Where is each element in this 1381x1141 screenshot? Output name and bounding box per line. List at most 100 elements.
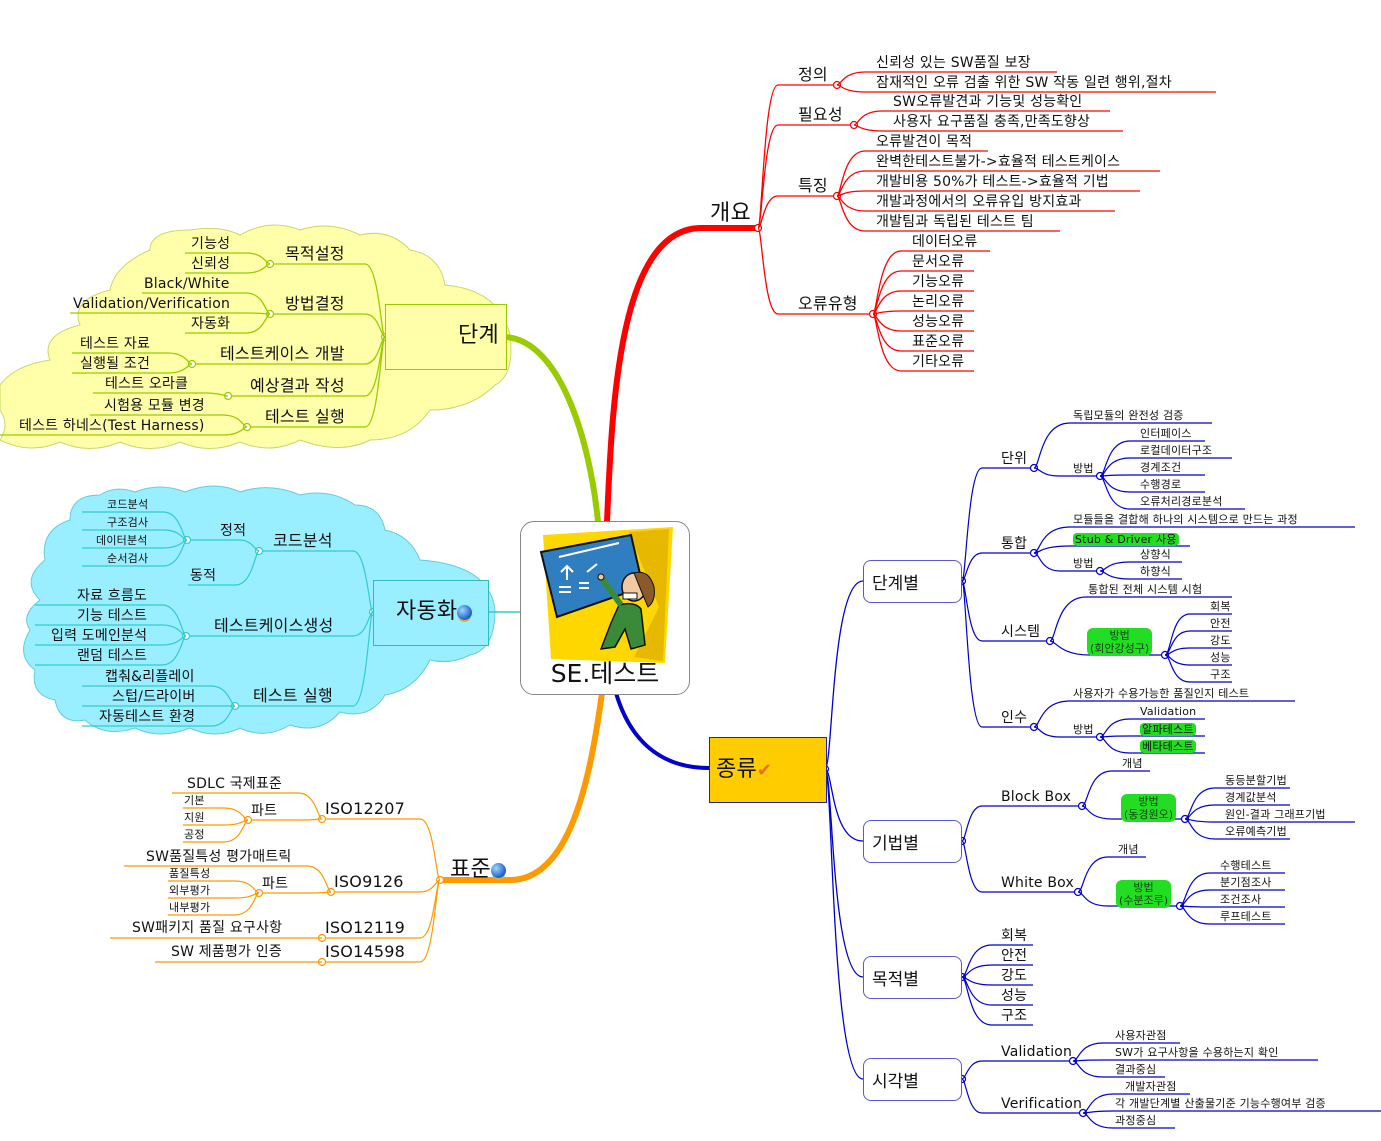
- system-method[interactable]: 안전: [1210, 617, 1231, 630]
- overview-item[interactable]: 신뢰성 있는 SW품질 보장: [876, 55, 1031, 71]
- standard-desc[interactable]: SW품질특성 평가매트릭: [146, 849, 292, 865]
- overview-item[interactable]: 완벽한테스트불가->효율적 테스트케이스: [876, 154, 1121, 170]
- automation-testcase-item[interactable]: 기능 테스트: [77, 608, 148, 624]
- standards-node[interactable]: 표준: [450, 859, 506, 881]
- automation-run-item[interactable]: 스텁/드라이버: [112, 689, 196, 705]
- system-method-box[interactable]: 방법 (회안강성구): [1087, 628, 1153, 656]
- acceptance-method-label[interactable]: 방법: [1073, 723, 1094, 736]
- overview-item[interactable]: 사용자 요구품질 충족,만족도향상: [893, 114, 1091, 130]
- standard-part[interactable]: 기본: [184, 794, 205, 807]
- by-technique-node[interactable]: 기법별: [863, 820, 962, 863]
- standard-ISO12119[interactable]: ISO12119: [325, 918, 405, 937]
- system-method[interactable]: 구조: [1210, 668, 1231, 681]
- overview-item[interactable]: 개발과정에서의 오류유입 방지효과: [876, 194, 1082, 210]
- whitebox-method-box[interactable]: 방법 (수분조루): [1116, 880, 1172, 908]
- technique-black[interactable]: Block Box: [1001, 789, 1072, 805]
- stages-item[interactable]: 테스트 자료: [80, 336, 151, 352]
- overview-item[interactable]: 성능오류: [912, 314, 965, 330]
- standard-part[interactable]: 품질특성: [169, 867, 211, 880]
- standard-part[interactable]: 지원: [184, 811, 205, 824]
- standard-part-label[interactable]: 파트: [251, 803, 278, 819]
- technique-concept[interactable]: 개념: [1118, 843, 1139, 856]
- by-stage-acceptance[interactable]: 인수: [1001, 710, 1028, 726]
- stages-item[interactable]: Black/White: [144, 276, 230, 292]
- system-method[interactable]: 회복: [1210, 600, 1231, 613]
- overview-group-2[interactable]: 특징: [798, 176, 828, 195]
- purpose-item[interactable]: 회복: [1001, 928, 1028, 944]
- integration-note[interactable]: Stub & Driver 사용: [1073, 533, 1179, 546]
- stages-item[interactable]: 신뢰성: [191, 256, 231, 272]
- central-topic[interactable]: SE.테스트: [520, 521, 690, 695]
- overview-item[interactable]: 개발팀과 독립된 테스트 팀: [876, 214, 1034, 230]
- overview-item[interactable]: 오류발견이 목적: [876, 134, 973, 150]
- technique-method[interactable]: 분기점조사: [1220, 876, 1272, 889]
- by-stage-integration[interactable]: 통합: [1001, 536, 1028, 552]
- integration-method-label[interactable]: 방법: [1073, 557, 1094, 570]
- by-purpose-node[interactable]: 목적별: [863, 956, 962, 999]
- overview-group-0[interactable]: 정의: [798, 65, 828, 84]
- system-method[interactable]: 강도: [1210, 634, 1231, 647]
- overview-group-1[interactable]: 필요성: [798, 105, 843, 124]
- overview-item[interactable]: 개발비용 50%가 테스트->효율적 기법: [876, 174, 1109, 190]
- by-stage-unit[interactable]: 단위: [1001, 451, 1028, 467]
- technique-method[interactable]: 조건조사: [1220, 893, 1262, 906]
- automation-group-run[interactable]: 테스트 실행: [253, 686, 333, 705]
- system-method[interactable]: 성능: [1210, 651, 1231, 664]
- automation-group-testcase[interactable]: 테스트케이스생성: [214, 616, 334, 635]
- system-desc[interactable]: 통합된 전체 시스템 시험: [1088, 583, 1203, 596]
- stages-item[interactable]: 테스트 하네스(Test Harness): [19, 418, 205, 434]
- technique-method[interactable]: 루프테스트: [1220, 910, 1272, 923]
- standard-part[interactable]: 공정: [184, 828, 205, 841]
- integration-desc[interactable]: 모듈들을 결합해 하나의 시스템으로 만드는 과정: [1073, 513, 1298, 526]
- standard-ISO9126[interactable]: ISO9126: [334, 872, 404, 891]
- unit-method[interactable]: 인터페이스: [1140, 427, 1192, 440]
- technique-concept[interactable]: 개념: [1122, 757, 1143, 770]
- technique-method[interactable]: 수행테스트: [1220, 859, 1272, 872]
- stages-item[interactable]: 테스트 오라클: [105, 376, 189, 392]
- automation-group-code-analysis[interactable]: 코드분석: [273, 531, 333, 550]
- automation-static-item[interactable]: 구조검사: [107, 516, 149, 529]
- purpose-item[interactable]: 안전: [1001, 948, 1028, 964]
- overview-node[interactable]: 개요: [710, 201, 751, 226]
- standard-desc[interactable]: SW패키지 품질 요구사항: [132, 920, 283, 936]
- types-node[interactable]: [709, 737, 827, 803]
- standard-desc[interactable]: SDLC 국제표준: [187, 776, 283, 792]
- stages-item[interactable]: 시험용 모듈 변경: [104, 398, 205, 414]
- acceptance-method[interactable]: 알파테스트: [1140, 723, 1196, 736]
- overview-item[interactable]: 표준오류: [912, 334, 965, 350]
- acceptance-method[interactable]: Validation: [1140, 705, 1197, 718]
- technique-method[interactable]: 경계값분석: [1225, 791, 1277, 804]
- automation-run-item[interactable]: 자동테스트 환경: [99, 709, 196, 725]
- acceptance-method[interactable]: 베타테스트: [1140, 740, 1196, 753]
- automation-static-item[interactable]: 데이터분석: [96, 534, 148, 547]
- overview-item[interactable]: 기능오류: [912, 274, 965, 290]
- unit-method[interactable]: 오류처리경로분석: [1140, 495, 1223, 508]
- overview-item[interactable]: 문서오류: [912, 254, 965, 270]
- overview-item[interactable]: 논리오류: [912, 294, 965, 310]
- integration-method[interactable]: 하향식: [1140, 565, 1171, 578]
- by-view-node[interactable]: 시각별: [863, 1058, 962, 1101]
- stages-group-3[interactable]: 예상결과 작성: [250, 376, 345, 395]
- automation-static-label[interactable]: 정적: [220, 523, 247, 539]
- view-item[interactable]: 사용자관점: [1115, 1029, 1167, 1042]
- standard-part-label[interactable]: 파트: [262, 876, 289, 892]
- technique-method[interactable]: 원인-결과 그래프기법: [1225, 808, 1326, 821]
- automation-testcase-item[interactable]: 자료 흐름도: [77, 588, 148, 604]
- view-item[interactable]: 결과중심: [1115, 1063, 1157, 1076]
- technique-method[interactable]: 동등분할기법: [1225, 774, 1287, 787]
- stages-item[interactable]: 기능성: [191, 236, 231, 252]
- integration-method[interactable]: 상향식: [1140, 548, 1171, 561]
- stages-node[interactable]: [385, 304, 507, 370]
- unit-method[interactable]: 수행경로: [1140, 478, 1182, 491]
- purpose-item[interactable]: 구조: [1001, 1008, 1028, 1024]
- stages-item[interactable]: 실행될 조건: [80, 356, 151, 372]
- automation-dynamic-label[interactable]: 동적: [190, 568, 217, 584]
- automation-static-item[interactable]: 순서검사: [107, 552, 149, 565]
- automation-run-item[interactable]: 캡춰&리플레이: [105, 669, 195, 685]
- overview-item[interactable]: 잠재적인 오류 검출 위한 SW 작동 일련 행위,절차: [876, 75, 1172, 91]
- automation-testcase-item[interactable]: 랜덤 테스트: [77, 648, 148, 664]
- purpose-item[interactable]: 강도: [1001, 968, 1028, 984]
- purpose-item[interactable]: 성능: [1001, 988, 1028, 1004]
- view-item[interactable]: 각 개발단계별 산출물기준 기능수행여부 검증: [1115, 1097, 1326, 1110]
- overview-item[interactable]: SW오류발견과 기능및 성능확인: [893, 94, 1083, 110]
